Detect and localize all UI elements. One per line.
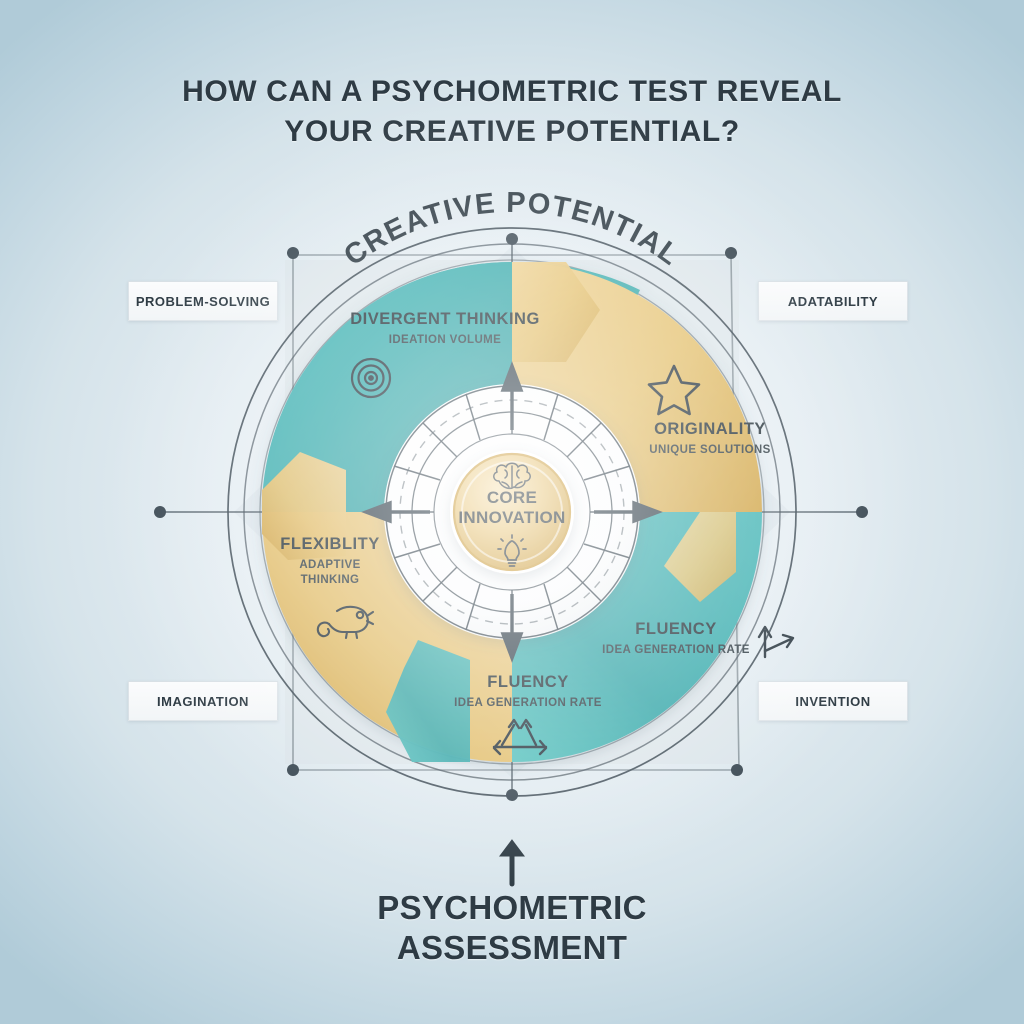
page-title-line1: HOW CAN A PSYCHOMETRIC TEST REVEAL	[182, 75, 842, 108]
core-circle	[450, 450, 574, 574]
outer-label-text: ADATABILITY	[787, 293, 879, 309]
footer-caption-line2: ASSESSMENT	[396, 929, 628, 967]
up-arrow-icon	[499, 839, 525, 887]
outer-label-invention[interactable]: INVENTION	[758, 681, 908, 721]
chameleon-icon	[316, 605, 375, 640]
triangle-arrows-icon	[492, 718, 548, 756]
lightbulb-icon	[497, 534, 527, 567]
footer-caption-line1: PSYCHOMETRIC	[377, 889, 647, 926]
chevron-left	[262, 452, 346, 560]
outer-label-text: IMAGINATION	[157, 693, 249, 709]
outer-label-adatability[interactable]: ADATABILITY	[758, 281, 908, 321]
footer-caption: PSYCHOMETRIC ASSESSMENT	[0, 888, 1024, 969]
star-icon	[647, 364, 701, 416]
brain-icon	[493, 462, 531, 490]
page-title-line2: YOUR CREATIVE POTENTIAL?	[284, 114, 740, 148]
connector-nodes	[154, 233, 868, 801]
page-title: HOW CAN A PSYCHOMETRIC TEST REVEAL YOUR …	[0, 72, 1024, 151]
arrows-icon	[757, 625, 795, 659]
outer-circles	[227, 227, 797, 797]
outer-label-problem-solving[interactable]: PROBLEM-SOLVING	[128, 281, 278, 321]
segment-chevrons	[262, 262, 736, 762]
target-icon	[350, 357, 392, 399]
chevron-top	[512, 262, 600, 362]
outer-label-text: INVENTION	[795, 693, 871, 709]
outer-label-text: PROBLEM-SOLVING	[135, 293, 271, 309]
chevron-bottom	[386, 640, 470, 762]
chevron-right	[664, 512, 736, 602]
outer-label-imagination[interactable]: IMAGINATION	[128, 681, 278, 721]
core-direction-arrows	[361, 361, 663, 663]
